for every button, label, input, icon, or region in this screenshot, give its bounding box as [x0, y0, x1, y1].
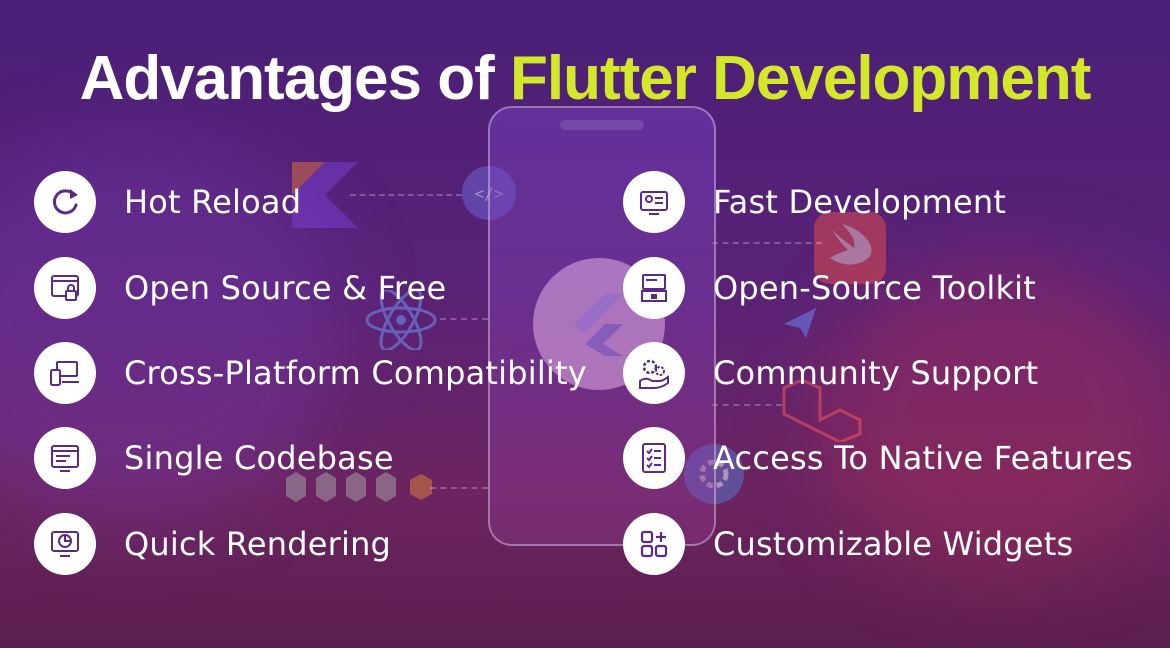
icon-badge — [623, 257, 685, 319]
feature-label: Quick Rendering — [124, 525, 392, 563]
page-title: Advantages of Flutter Development — [0, 48, 1170, 110]
icon-badge — [34, 257, 96, 319]
kotlin-logo-icon — [292, 162, 358, 228]
feature-quick-rendering: Quick Rendering — [34, 512, 391, 576]
feature-open-source-toolkit: Open-Source Toolkit — [623, 256, 1036, 320]
devices-icon — [50, 361, 79, 386]
icon-badge — [623, 427, 685, 489]
dev-monitor-icon — [640, 191, 668, 215]
feature-customizable-widgets: Customizable Widgets — [623, 512, 1073, 576]
refresh-icon — [52, 189, 78, 215]
bg-glow-right — [820, 260, 1170, 580]
icon-badge — [34, 513, 96, 575]
title-part-accent: Flutter Development — [510, 44, 1091, 113]
code-lock-icon — [51, 275, 79, 301]
connector-line — [440, 318, 488, 320]
monitor-chart-icon — [51, 531, 79, 557]
swift-logo-icon — [814, 212, 886, 284]
feature-open-source-free: Open Source & Free — [34, 256, 446, 320]
feature-native-features: Access To Native Features — [623, 426, 1133, 490]
feature-label: Cross-Platform Compatibility — [124, 354, 587, 392]
connector-line — [430, 487, 488, 489]
feature-label: Customizable Widgets — [713, 525, 1074, 563]
svg-text:</>: </> — [475, 184, 504, 203]
feature-label: Single Codebase — [124, 439, 394, 477]
icon-badge — [34, 171, 96, 233]
feature-hot-reload: Hot Reload — [34, 170, 301, 234]
widgets-icon — [640, 530, 668, 558]
connector-line — [350, 194, 462, 196]
feature-label: Fast Development — [713, 183, 1007, 221]
node-logo-icon — [286, 472, 432, 502]
feature-label: Access To Native Features — [713, 439, 1133, 477]
gear-bubble-icon — [684, 444, 744, 504]
gear-hand-icon — [639, 359, 669, 389]
phone-notch — [560, 120, 644, 130]
icon-badge — [34, 342, 96, 404]
react-logo-icon — [365, 290, 437, 350]
checklist-icon — [642, 443, 666, 473]
flutter-logo-icon — [574, 294, 623, 356]
icon-badge — [623, 171, 685, 233]
code-window-icon — [51, 445, 79, 472]
icon-badge — [623, 342, 685, 404]
toolkit-icon — [641, 274, 667, 302]
feature-cross-platform: Cross-Platform Compatibility — [34, 341, 587, 405]
code-bubble-icon: </> — [462, 166, 516, 220]
feature-label: Open-Source Toolkit — [713, 269, 1037, 307]
icon-badge — [623, 513, 685, 575]
connector-line — [712, 404, 782, 406]
feature-label: Community Support — [713, 354, 1039, 392]
icon-badge — [34, 427, 96, 489]
feature-label: Open Source & Free — [124, 269, 447, 307]
feature-label: Hot Reload — [124, 183, 302, 221]
feature-fast-development: Fast Development — [623, 170, 1006, 234]
feature-single-codebase: Single Codebase — [34, 426, 394, 490]
laravel-logo-icon — [782, 380, 862, 442]
feature-community-support: Community Support — [623, 341, 1038, 405]
paper-plane-icon — [784, 308, 816, 338]
title-part-white: Advantages of — [79, 44, 510, 113]
connector-line — [712, 242, 822, 244]
